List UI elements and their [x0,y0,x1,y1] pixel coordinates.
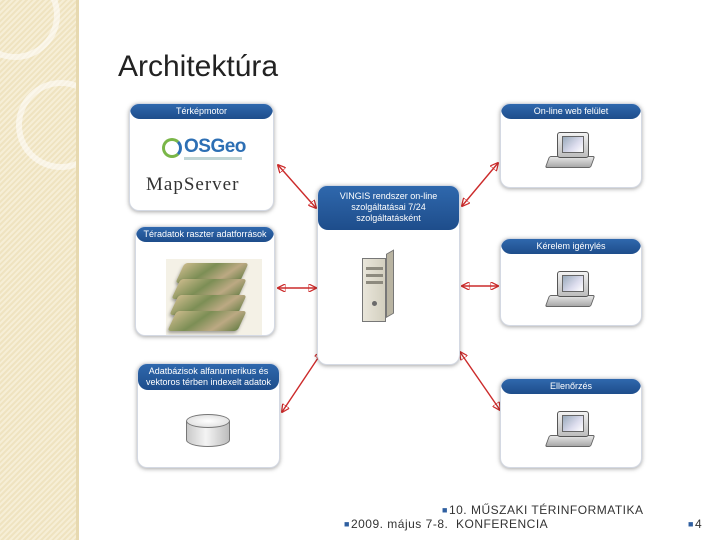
web-interface-header: On-line web felület [501,104,641,119]
arrow-mapengine-to-center [278,165,316,208]
computer-icon [544,132,596,178]
database-disk-icon [186,414,230,450]
osgeo-logo: OSGeo [162,136,246,166]
request-header: Kérelem igénylés [501,239,641,254]
mapserver-logo: MapServer [146,174,240,195]
computer-icon [544,271,596,317]
arrow-center-to-web [462,163,498,206]
database-header: Adatbázisok alfanumerikus és vektoros té… [138,364,279,390]
map-engine-box: Térképmotor OSGeo MapServer [129,103,274,211]
decorative-circle [0,0,60,60]
footer-bullet-icon: ■ [344,519,350,529]
map-layers-stack-icon [166,259,262,335]
vingis-system-header: VINGIS rendszer on-line szolgáltatásai 7… [318,186,459,230]
osgeo-globe-icon [162,138,182,158]
request-box: Kérelem igénylés [500,238,642,326]
web-interface-box: On-line web felület [500,103,642,188]
raster-data-box: Téradatok raszter adatforrások [135,226,275,336]
raster-data-header: Téradatok raszter adatforrások [136,227,274,242]
computer-icon [544,411,596,457]
osgeo-logo-text: OSGeo [184,136,246,157]
vingis-system-box: VINGIS rendszer on-line szolgáltatásai 7… [317,185,460,365]
osgeo-tagline [184,157,242,160]
footer-date: ■2009. május 7-8. [344,517,449,531]
verification-box: Ellenőrzés [500,378,642,468]
slide-title: Architektúra [118,50,279,83]
arrow-database-to-center [282,352,322,412]
arrow-center-to-check [460,352,500,410]
decorative-circle [16,80,106,170]
decorative-side-band [0,0,106,540]
footer-bullet-icon: ■ [688,519,694,529]
footer-conference-line1: ■10. MŰSZAKI TÉRINFORMATIKA [442,503,644,517]
footer-bullet-icon: ■ [442,505,448,515]
map-engine-header: Térképmotor [130,104,273,119]
footer-conference-line2: KONFERENCIA [456,517,549,531]
database-box: Adatbázisok alfanumerikus és vektoros té… [137,363,280,468]
footer-page-number: ■4 [688,517,703,531]
verification-header: Ellenőrzés [501,379,641,394]
map-layer [167,311,247,331]
server-icon [362,249,394,324]
side-band-edge [76,0,79,540]
